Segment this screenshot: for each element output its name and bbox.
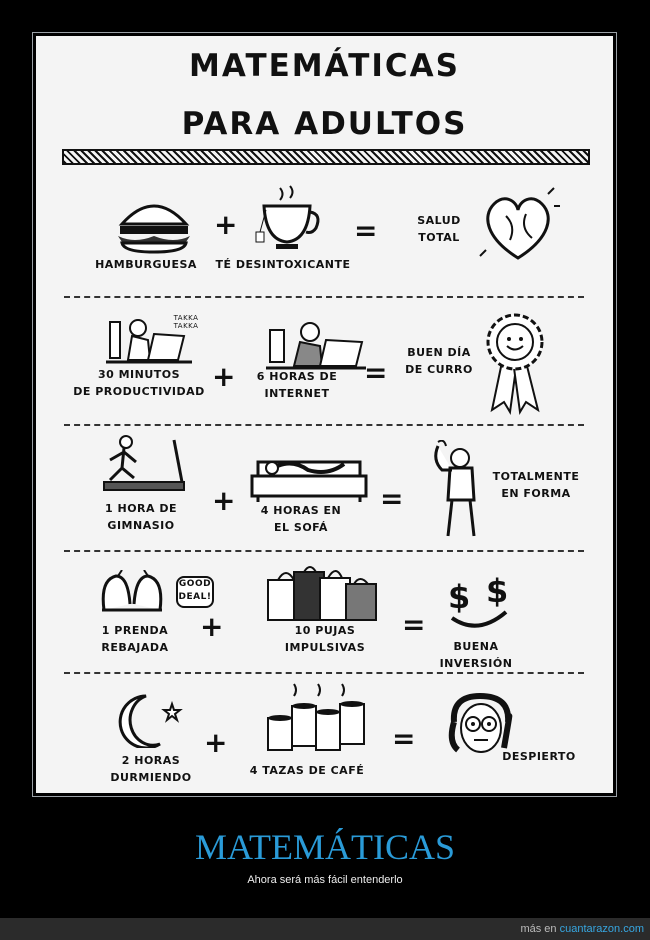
sleep-label: 2 HORAS DURMIENDO [110,754,192,784]
poster-frame: MATEMÁTICAS PARA ADULTOS + = HAMBURGUESA… [32,32,617,797]
plus-sign: + [200,610,224,643]
worker-laptop-icon [106,319,192,364]
internet-label: 6 HORAS DE INTERNET [256,370,338,400]
sofa-label: 4 HORAS EN EL SOFÁ [260,504,342,534]
equals-sign: = [392,722,416,755]
coffee-label: 4 TAZAS DE CAFÉ [249,764,365,777]
svg-text:$: $ [448,578,470,616]
poster: MATEMÁTICAS PARA ADULTOS + = HAMBURGUESA… [36,36,613,793]
bra-icon [101,570,163,612]
fit-label: TOTALMENTE EN FORMA [492,470,580,500]
equals-sign: = [364,356,388,389]
hamburger-label: HAMBURGUESA [95,258,197,271]
health-label: SALUD TOTAL [417,214,461,244]
money-face-icon: $ $ [448,572,508,628]
awake-label: DESPIERTO [502,750,576,763]
title-underline-bar [62,149,590,165]
wide-eyed-face-icon [448,692,513,753]
gym-label: 1 HORA DE GIMNASIO [105,502,177,532]
tea-label: TÉ DESINTOXICANTE [215,258,351,271]
investment-label: BUENA INVERSIÓN [439,640,513,670]
site-link[interactable]: cuantarazon.com [559,923,644,935]
poster-title-line2: PARA ADULTOS [181,106,468,142]
award-ribbon-icon [486,313,544,415]
plus-sign: + [212,484,236,517]
garment-label: 1 PRENDA REBAJADA [101,624,169,654]
workday-label: BUEN DÍA DE CURRO [405,346,473,376]
equals-sign: = [354,214,378,247]
footer-text: más en cuantarazon.com [520,923,644,935]
shopping-bags-icon [267,566,377,621]
plus-sign: + [214,208,238,241]
coffee-cups-icon [267,683,365,751]
plus-sign: + [212,360,236,393]
row-divider [64,672,584,674]
treadmill-runner-icon [103,435,185,491]
footer-prefix: más en [520,923,557,935]
internet-browsing-icon [266,322,366,370]
row-divider [64,550,584,552]
row-divider [64,424,584,426]
plus-sign: + [204,726,228,759]
good-deal-bubble: GOOD DEAL! [176,576,214,608]
post-subtitle: Ahora será más fácil entenderlo [247,874,403,886]
moon-star-icon [118,694,183,748]
equals-sign: = [402,608,426,641]
tea-cup-icon [255,185,320,249]
svg-text:$: $ [486,572,508,610]
typing-sound: TAKKA TAKKA [173,314,199,330]
fit-man-icon [434,440,476,537]
footer-bar: más en cuantarazon.com [0,918,650,940]
bids-label: 10 PUJAS IMPULSIVAS [284,624,366,654]
heart-icon [479,187,560,260]
hamburger-icon [118,204,190,254]
sofa-icon [250,460,368,502]
equals-sign: = [380,482,404,515]
post-title: MATEMÁTICAS [194,827,455,867]
row-divider [64,296,584,298]
productivity-label: 30 MINUTOS DE PRODUCTIVIDAD [73,368,205,398]
poster-title-line1: MATEMÁTICAS [189,48,460,84]
